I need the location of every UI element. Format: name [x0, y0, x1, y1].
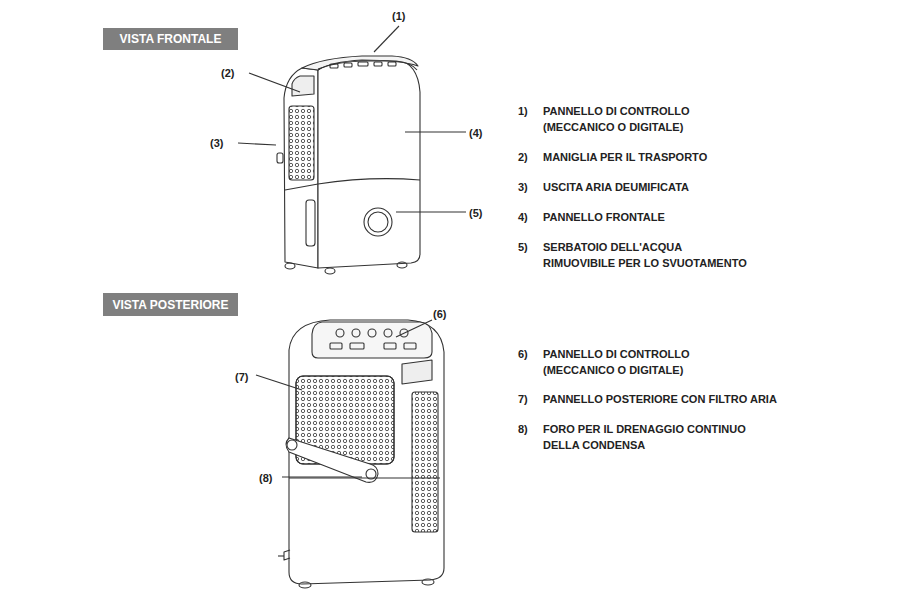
view-banner: VISTA FRONTALE	[103, 28, 238, 50]
list-number: 4)	[518, 209, 528, 225]
callout-number: (5)	[469, 205, 482, 221]
callout-number: (7)	[235, 369, 248, 385]
list-number: 3)	[518, 179, 528, 195]
part-name: MANIGLIA PER IL TRASPORTO	[543, 149, 707, 165]
view-banner: VISTA POSTERIORE	[103, 293, 238, 316]
view-title: VISTA POSTERIORE	[112, 298, 228, 312]
part-name: PANNELLO FRONTALE	[543, 209, 665, 225]
list-number: 7)	[518, 391, 528, 407]
callout-number: (4)	[469, 125, 482, 141]
callout-number: (6)	[433, 306, 446, 322]
part-name: PANNELLO DI CONTROLLO (MECCANICO O DIGIT…	[543, 346, 703, 378]
callout-number: (2)	[221, 65, 234, 81]
callout-number: (3)	[210, 135, 223, 151]
list-number: 1)	[518, 103, 528, 119]
part-name: SERBATOIO DELL'ACQUA RIMUOVIBILE PER LO …	[543, 239, 753, 271]
callout-number: (1)	[392, 8, 405, 24]
part-name: PANNELLO POSTERIORE CON FILTRO ARIA	[543, 391, 777, 407]
part-name: PANNELLO DI CONTROLLO (MECCANICO O DIGIT…	[543, 103, 703, 135]
callout-number: (8)	[259, 470, 272, 486]
list-number: 8)	[518, 421, 528, 437]
view-title: VISTA FRONTALE	[120, 32, 222, 46]
list-number: 2)	[518, 149, 528, 165]
part-name: FORO PER IL DRENAGGIO CONTINUO DELLA CON…	[543, 421, 763, 453]
list-number: 6)	[518, 346, 528, 362]
part-name: USCITA ARIA DEUMIFICATA	[543, 179, 689, 195]
list-number: 5)	[518, 239, 528, 255]
